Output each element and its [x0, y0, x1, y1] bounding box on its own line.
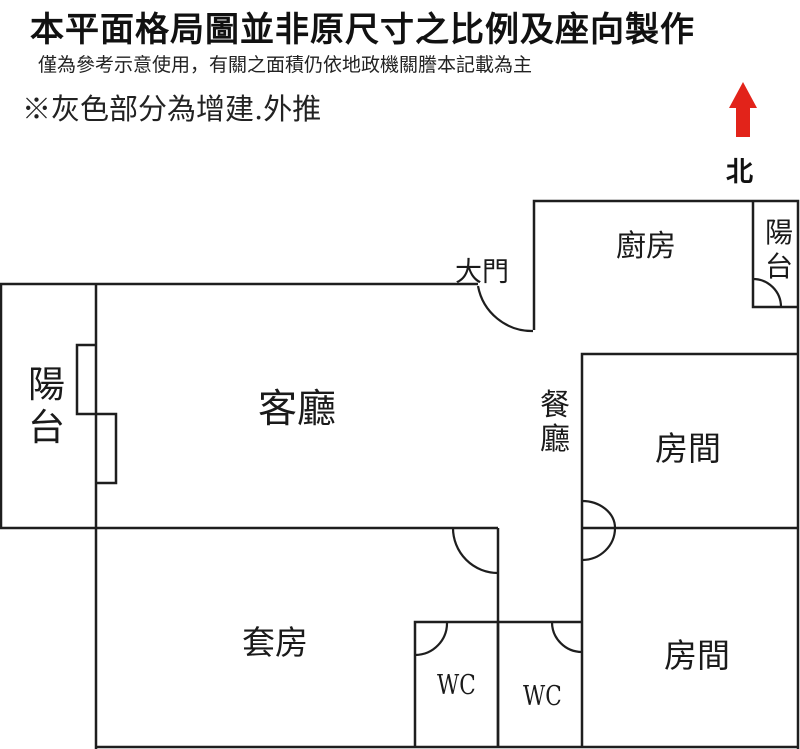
main-door-swing-icon [476, 285, 534, 333]
room-label-small-balcony: 陽台 [765, 216, 794, 283]
wc2-door-swing-icon [550, 621, 583, 654]
bedroom2-door-swing-icon [581, 527, 617, 562]
north-label: 北 [726, 157, 753, 188]
room-label-dining-room: 餐廳 [540, 388, 570, 457]
room-label-wc-1: WC [437, 670, 476, 701]
door-swings [414, 277, 783, 657]
room-label-master-suite: 套房 [242, 623, 308, 662]
balcony-door-swing-icon [752, 277, 783, 308]
disclaimer-title: 本平面格局圖並非原尺寸之比例及座向製作 [30, 10, 695, 50]
room-label-left-balcony: 陽台 [28, 363, 65, 449]
room-label-wc-2: WC [523, 681, 562, 712]
extension-note: ※灰色部分為增建.外推 [22, 92, 322, 126]
north-arrow-icon [729, 82, 757, 137]
room-label-living-room: 客廳 [258, 387, 337, 432]
suite-door-swing-icon [451, 527, 499, 575]
wc1-door-swing-icon [414, 621, 449, 657]
walls [0, 199, 800, 749]
bedroom1-door-swing-icon [581, 499, 617, 529]
room-label-kitchen: 廚房 [616, 229, 676, 264]
room-label-bedroom-1: 房間 [655, 429, 721, 468]
disclaimer-subtitle: 僅為參考示意使用，有關之面積仍依地政機關謄本記載為主 [38, 54, 533, 76]
room-label-main-door: 大門 [455, 257, 509, 288]
room-label-bedroom-2: 房間 [664, 636, 730, 675]
